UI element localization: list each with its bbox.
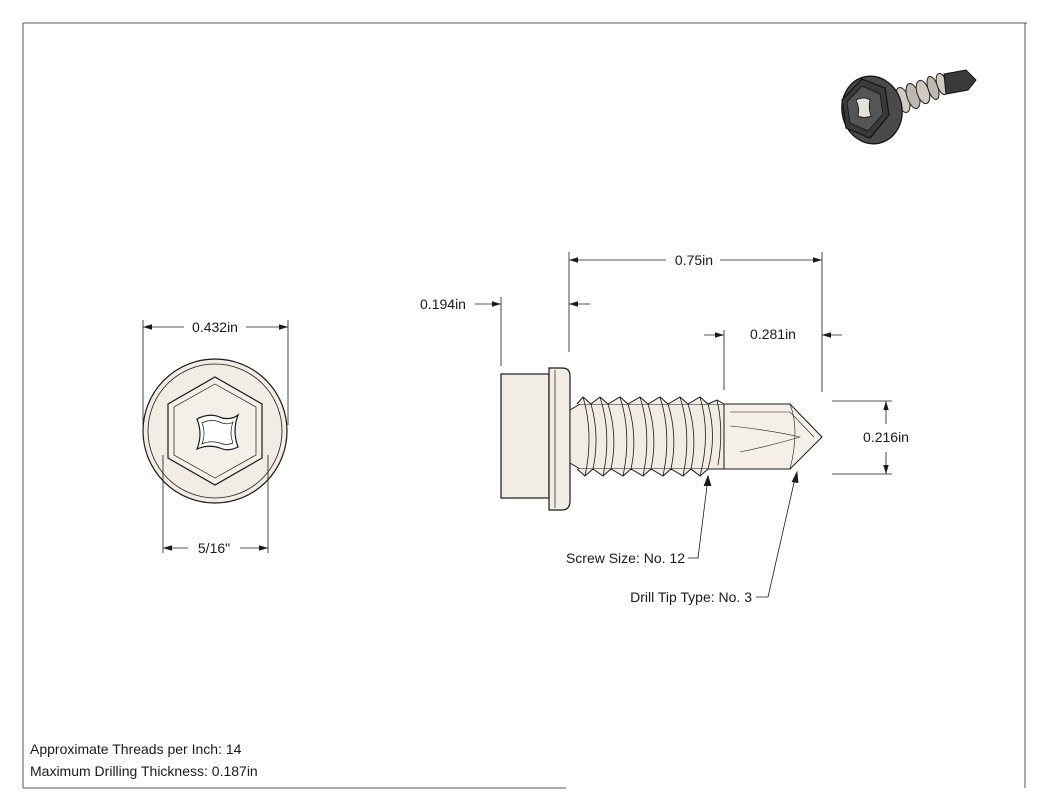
isometric-view xyxy=(841,69,977,145)
dim-head-diameter xyxy=(142,320,289,425)
dim-head-height xyxy=(475,297,590,366)
label-overall-length: 0.75in xyxy=(675,252,713,268)
side-view-head xyxy=(500,373,550,499)
side-view xyxy=(500,367,823,511)
label-major-diameter: 0.216in xyxy=(863,429,909,445)
label-head-diameter: 0.432in xyxy=(192,319,238,335)
note-threads-per-inch: Approximate Threads per Inch: 14 xyxy=(30,741,242,757)
leader-drill-tip xyxy=(756,470,799,598)
side-view-drill-tip xyxy=(723,403,823,470)
dim-drill-point-length xyxy=(704,330,842,390)
callout-drill-tip: Drill Tip Type: No. 3 xyxy=(630,589,752,605)
label-drill-point-length: 0.281in xyxy=(750,326,796,342)
dim-hex-across-flats xyxy=(162,455,269,553)
end-view-stamp xyxy=(195,413,240,451)
callout-screw-size: Screw Size: No. 12 xyxy=(566,550,685,566)
note-max-drilling-thickness: Maximum Drilling Thickness: 0.187in xyxy=(30,763,258,779)
iso-drill-tip xyxy=(943,69,977,95)
end-view xyxy=(142,358,288,504)
side-view-threads xyxy=(582,396,722,477)
dim-major-diameter xyxy=(832,400,892,475)
side-view-washer xyxy=(548,367,571,511)
label-head-height: 0.194in xyxy=(420,296,466,312)
label-hex-across-flats: 5/16" xyxy=(198,540,230,556)
leader-screw-size xyxy=(688,474,712,559)
sheet-border xyxy=(22,22,1027,789)
dim-overall-length xyxy=(568,252,823,392)
